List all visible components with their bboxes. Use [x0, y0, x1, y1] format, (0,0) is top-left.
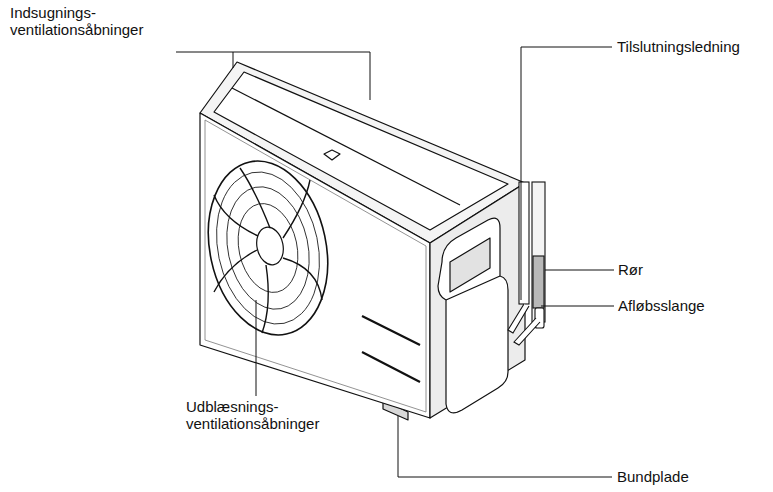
fan-blade [214, 195, 258, 236]
vent-slot [362, 316, 420, 345]
leader-line [521, 47, 612, 300]
pipe-bend [514, 318, 540, 345]
fan-hub [253, 225, 286, 268]
part-label: Afløbsslange [618, 297, 705, 314]
fan-blade [262, 265, 268, 333]
part-label: Bundplade [617, 468, 689, 485]
leader-line [541, 306, 614, 307]
vent-slot [362, 352, 420, 382]
top-mark [324, 150, 340, 160]
part-label: Udblæsnings- ventilationsåbninger [186, 398, 319, 432]
leader-line [233, 52, 234, 68]
leader-line [176, 52, 370, 100]
piping [508, 182, 545, 345]
fan-blade [240, 168, 270, 228]
fan-ring [203, 162, 333, 333]
leader-line [256, 300, 257, 396]
pipe [532, 182, 545, 322]
pipe-insulation [533, 256, 544, 308]
fan-blade [214, 250, 257, 292]
fan-ring [193, 150, 343, 346]
fan-grille [193, 150, 343, 346]
part-label: Indsugnings- ventilationsåbninger [10, 4, 143, 38]
leader-line [545, 270, 614, 271]
cover-handle [450, 238, 490, 292]
part-label: Rør [618, 261, 643, 278]
fan-blade [283, 180, 310, 238]
cover-edge [446, 276, 500, 300]
part-label: Tilslutningsledning [617, 38, 740, 55]
fan-blade [283, 258, 322, 300]
side-face [430, 183, 525, 418]
leader-line [398, 416, 612, 477]
service-cover [438, 218, 508, 413]
leader-lines [176, 47, 614, 477]
